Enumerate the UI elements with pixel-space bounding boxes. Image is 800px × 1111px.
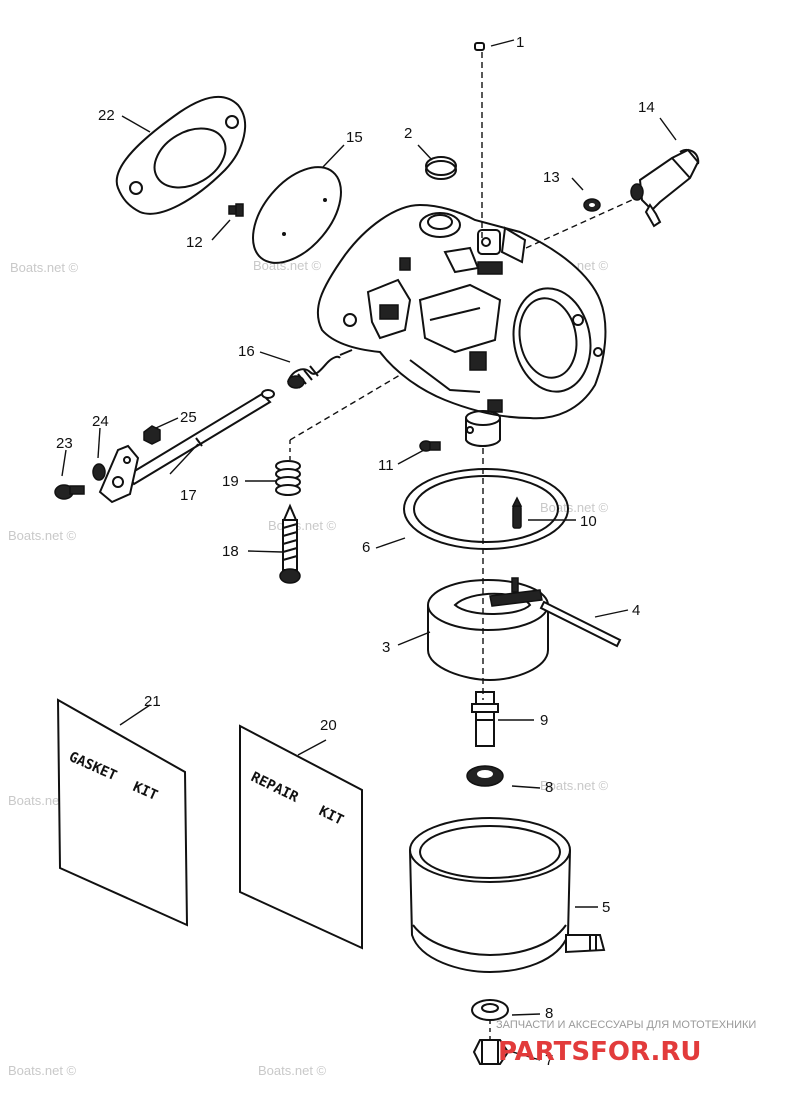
watermark-text: Boats.net ©	[540, 500, 609, 515]
leader-lines	[61, 39, 677, 1061]
watermark-text: Boats.net ©	[258, 1063, 327, 1078]
part-label: 7	[545, 1052, 553, 1069]
part-label: 3	[382, 639, 390, 656]
part-12-screw	[228, 203, 244, 217]
part-21-gasket-kit: GASKET KIT	[56, 698, 189, 927]
part-label: 20	[320, 717, 337, 734]
part-label: 8	[545, 1005, 553, 1022]
part-6-bowl-gasket	[403, 468, 569, 550]
part-10-inlet-needle	[511, 496, 523, 529]
watermark-text: Boats.net ©	[8, 1063, 77, 1078]
part-13-washer	[583, 198, 601, 212]
part-label: 15	[346, 129, 363, 146]
watermark-text: Boats.net ©	[268, 518, 337, 533]
watermark-text: Boats.net ©	[8, 528, 77, 543]
part-19-spring	[275, 460, 301, 496]
brand-watermark: ЗАПЧАСТИ И АКСЕССУАРЫ ДЛЯ МОТОТЕХНИКИ PA…	[496, 1019, 756, 1067]
part-label: 19	[222, 473, 239, 490]
part-4-float-pin	[539, 600, 622, 648]
part-3-float	[427, 577, 549, 682]
brand-tagline: ЗАПЧАСТИ И АКСЕССУАРЫ ДЛЯ МОТОТЕХНИКИ	[496, 1019, 756, 1031]
part-label: 1	[516, 34, 524, 51]
part-15-cover-gasket	[252, 166, 342, 264]
alignment-lines	[289, 52, 633, 1040]
part-22-flange-gasket	[115, 95, 247, 215]
watermark-text: Boats.net ©	[540, 778, 609, 793]
part-label: 24	[92, 413, 109, 430]
part-20-repair-kit: REPAIR KIT	[239, 724, 363, 950]
part-label: 12	[186, 234, 203, 251]
part-label: 14	[638, 99, 655, 116]
part-label: 6	[362, 539, 370, 556]
part-8-washer-upper	[466, 765, 504, 787]
part-23-screw	[54, 484, 85, 500]
part-label: 17	[180, 487, 197, 504]
part-18-mixture-screw	[279, 503, 301, 584]
brand-name: PARTSFOR.RU	[498, 1037, 701, 1067]
part-8-washer-lower	[471, 999, 509, 1021]
part-14-elbow-fitting	[630, 148, 700, 228]
part-label: 18	[222, 543, 239, 560]
part-label: 11	[378, 457, 394, 474]
part-5-float-bowl	[409, 817, 606, 974]
part-labels: 1 2 3 4 5 6 7 8 8 9 10 11 12 13 14 15 16…	[56, 34, 655, 1069]
part-label: 4	[632, 602, 640, 619]
part-25-nut	[143, 425, 161, 445]
part-label: 16	[238, 343, 255, 360]
part-11-screw	[419, 440, 441, 452]
part-label: 5	[602, 899, 610, 916]
part-label: 25	[180, 409, 197, 426]
part-1-plug	[474, 42, 485, 51]
part-7-drain-plug	[472, 1039, 510, 1065]
part-9-main-jet	[471, 691, 499, 747]
carburetor-body	[316, 203, 607, 447]
part-16-spring	[287, 349, 353, 389]
part-label: 23	[56, 435, 73, 452]
part-label: 10	[580, 513, 597, 530]
part-24-lever	[92, 444, 140, 504]
part-label: 21	[144, 693, 161, 710]
part-2-welch-plug	[425, 156, 457, 180]
part-label: 9	[540, 712, 548, 729]
part-label: 22	[98, 107, 115, 124]
watermark-text: Boats.net ©	[10, 260, 79, 275]
part-label: 13	[543, 169, 560, 186]
part-label: 2	[404, 125, 412, 142]
part-label: 8	[545, 779, 553, 796]
